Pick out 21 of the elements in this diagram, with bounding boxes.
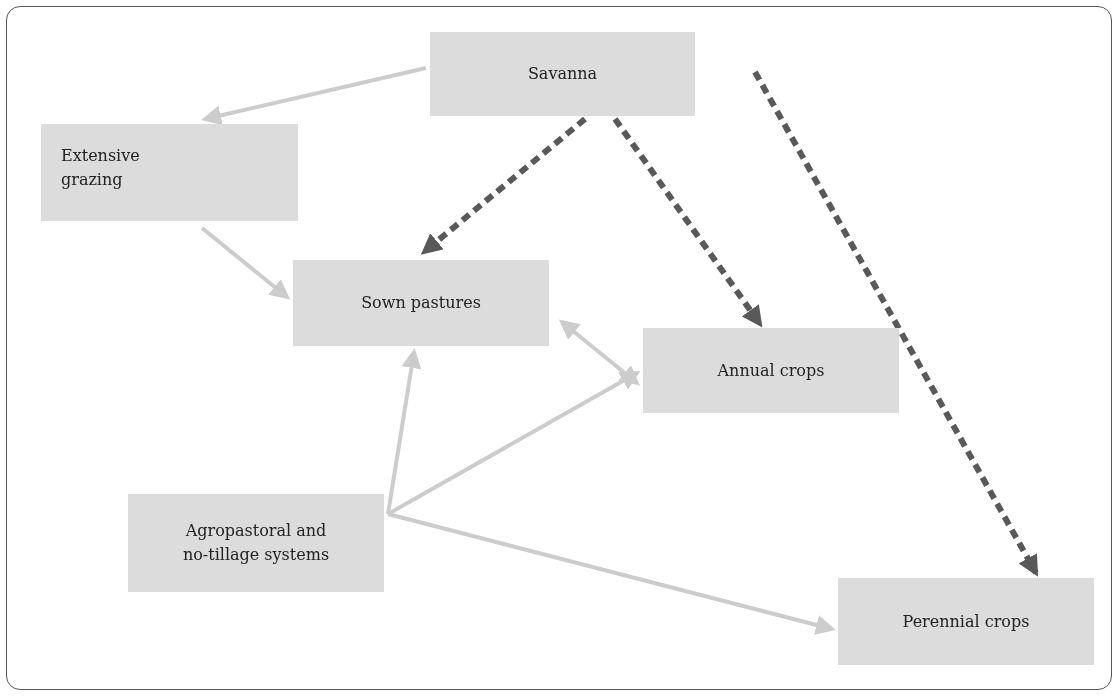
box-label: Perennial crops	[901, 610, 1031, 633]
process-box	[293, 260, 549, 346]
arrow	[420, 116, 587, 255]
process-box	[838, 578, 1094, 665]
process-box	[430, 32, 695, 116]
arrow	[752, 70, 1039, 577]
box-label: Extensive grazing	[61, 145, 141, 191]
arrow	[612, 117, 763, 328]
arrow	[201, 66, 427, 126]
arrow	[558, 319, 641, 386]
arrow	[386, 348, 422, 515]
box-label: Sown pastures	[360, 292, 482, 314]
process-box	[643, 328, 899, 413]
arrow	[200, 226, 291, 300]
box-label: Savanna	[526, 63, 599, 85]
process-box	[41, 124, 298, 221]
box-label: Annual crops	[716, 359, 826, 382]
process-box	[128, 494, 384, 592]
box-label: Agropastoral and no-tillage systems	[181, 520, 331, 566]
arrow	[387, 371, 641, 516]
arrow	[387, 512, 836, 635]
